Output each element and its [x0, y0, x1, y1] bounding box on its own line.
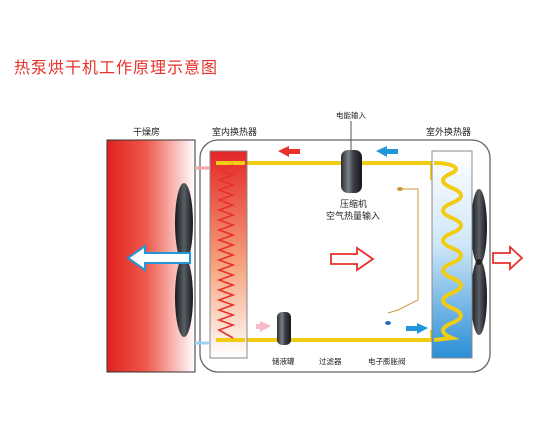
- receiver-tank: [277, 312, 291, 345]
- outdoor-heat-exchanger: [431, 150, 473, 359]
- outdoor-fan: [471, 189, 487, 335]
- arrow-pink-bottom: [256, 321, 271, 332]
- label-receiver: 储液罐: [272, 356, 295, 366]
- arrow-hollow-left: [126, 244, 191, 272]
- arrow-red-top: [278, 146, 300, 157]
- arrow-blue-top: [376, 146, 398, 157]
- label-compressor: 压缩机: [340, 198, 367, 210]
- compressor: [341, 121, 362, 193]
- label-power-input: 电能输入: [336, 110, 366, 120]
- page-title: 热泵烘干机工作原理示意图: [14, 58, 219, 77]
- arrow-hollow-center: [330, 246, 375, 272]
- label-expansion-valve: 电子膨胀阀: [368, 356, 406, 366]
- label-outdoor-hx: 室外换热器: [426, 126, 471, 138]
- arrow-hollow-right: [492, 244, 524, 272]
- expansion-valve: [385, 187, 419, 325]
- indoor-heat-exchanger: [209, 150, 248, 359]
- arrow-blue-bottom: [406, 323, 428, 334]
- label-drying-room: 干燥房: [133, 126, 160, 138]
- label-indoor-hx: 室内换热器: [212, 126, 257, 138]
- label-heat-input: 空气热量输入: [326, 210, 380, 222]
- label-filter: 过滤器: [319, 356, 342, 366]
